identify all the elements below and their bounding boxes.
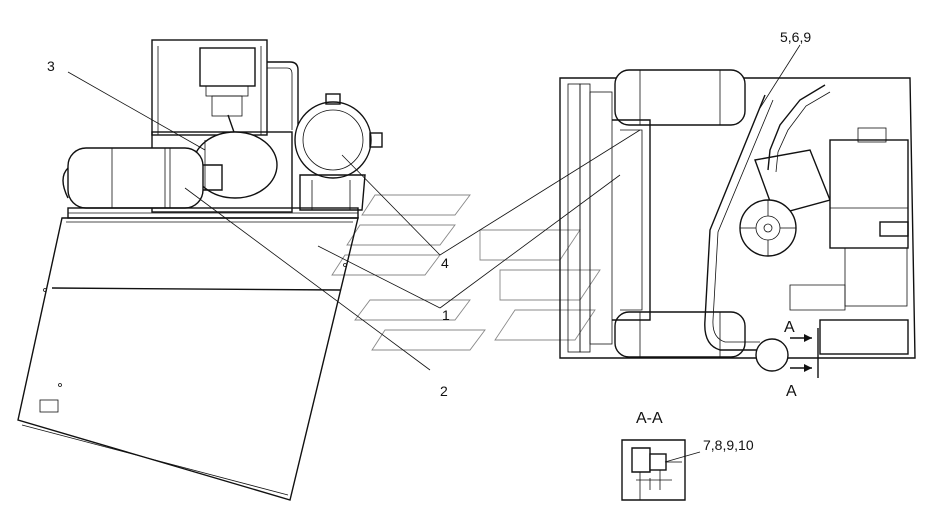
right-view <box>559 69 916 378</box>
callout-labels: 3 4 1 2 5,6,9 7,8,9,10 A A A-A <box>47 29 811 453</box>
section-view-title: A-A <box>636 410 663 427</box>
callout-1: 1 <box>442 307 450 323</box>
section-marker-top: A <box>784 319 795 336</box>
callout-2: 2 <box>440 383 448 399</box>
callout-4: 4 <box>441 255 449 271</box>
callout-7-8-9-10: 7,8,9,10 <box>703 437 754 453</box>
callout-3: 3 <box>47 58 55 74</box>
left-view <box>17 39 383 501</box>
section-marker-bottom: A <box>786 383 797 400</box>
leader-lines <box>67 44 801 463</box>
callout-5-6-9: 5,6,9 <box>780 29 811 45</box>
section-view-a-a <box>621 439 686 501</box>
